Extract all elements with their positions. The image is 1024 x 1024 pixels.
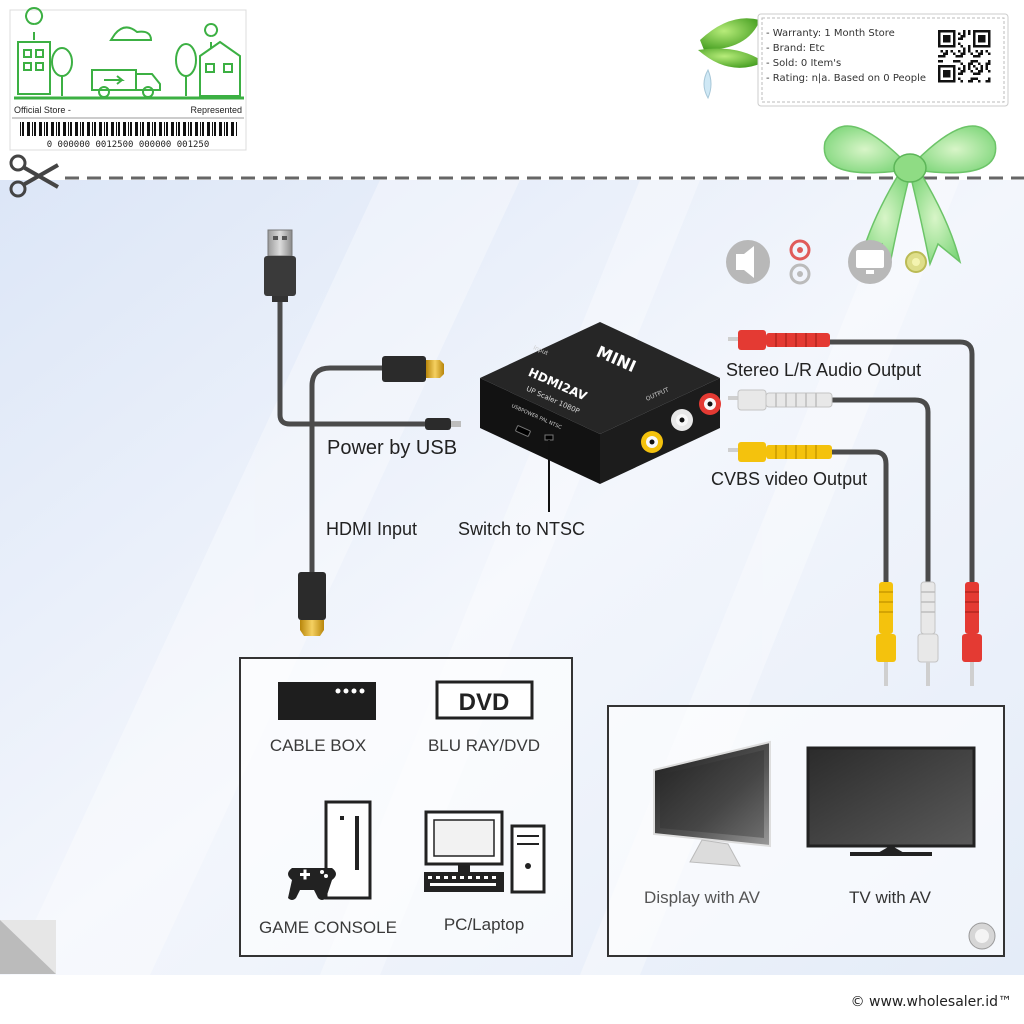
info-rating: - Rating: n|a. Based on 0 People <box>766 73 926 84</box>
dvd-logo-text: DVD <box>459 689 510 716</box>
pal-ntsc-switch <box>544 434 554 441</box>
rca-plug-red-vertical <box>962 582 982 686</box>
store-card: Official Store - Represented 0 000000 00… <box>9 7 247 151</box>
qr-code-icon <box>935 27 994 86</box>
label-cvbs-video: CVBS video Output <box>711 469 867 489</box>
label-display-av: Display with AV <box>644 888 761 907</box>
rca-port-red <box>699 393 721 415</box>
town-illustration <box>14 7 244 100</box>
info-box: - Warranty: 1 Month Store - Brand: Etc -… <box>757 13 1009 107</box>
rca-plug-white-vertical <box>917 581 939 686</box>
tv-icon <box>806 746 976 856</box>
label-stereo-audio: Stereo L/R Audio Output <box>726 360 921 380</box>
hdmi-plug-top <box>382 356 444 382</box>
hdmi-plug-bottom <box>298 572 326 636</box>
rca-port-yellow <box>641 431 663 453</box>
displays-box: Display with AV TV with AV <box>607 705 1005 957</box>
rca-plug-red-horizontal <box>728 330 830 350</box>
rca-plug-white-horizontal <box>728 389 833 411</box>
scissors-icon <box>9 154 59 198</box>
micro-usb-port <box>515 425 531 437</box>
rca-plug-yellow-vertical <box>876 582 896 686</box>
leaf-icon <box>698 18 764 100</box>
av-monitor-icon <box>653 740 771 867</box>
game-console-icon <box>288 800 372 900</box>
dvd-logo-icon: DVD <box>435 680 534 720</box>
barcode-number: 0 000000 0012500 000000 001250 <box>47 140 210 150</box>
corner-badge-icon <box>968 922 996 950</box>
label-pc-laptop: PC/Laptop <box>444 915 524 934</box>
info-warranty: - Warranty: 1 Month Store <box>766 28 895 39</box>
label-switch-ntsc: Switch to NTSC <box>458 519 585 539</box>
bow-icon <box>823 125 997 267</box>
cables <box>277 295 975 593</box>
info-brand: - Brand: Etc <box>766 43 825 54</box>
usb-plug <box>264 229 296 302</box>
rca-port-white <box>671 409 693 431</box>
label-blu-ray: BLU RAY/DVD <box>428 736 540 755</box>
video-jack-icon <box>905 251 927 273</box>
cable-box-icon <box>278 682 376 720</box>
pc-laptop-icon <box>424 810 546 894</box>
barcode <box>20 122 237 136</box>
represented-label: Represented <box>190 105 242 115</box>
rca-audio-jacks-icon <box>789 239 811 285</box>
label-game-console: GAME CONSOLE <box>259 918 397 937</box>
page-curl-icon <box>0 920 56 974</box>
rca-plug-yellow-horizontal <box>728 442 832 462</box>
info-sold: - Sold: 0 Item's <box>766 58 841 69</box>
label-power-by-usb: Power by USB <box>327 437 457 459</box>
hdmi2av-adapter: MINI HDMI2AV UP Scaler 1080P Input OUTPU… <box>480 322 721 484</box>
label-hdmi-input: HDMI Input <box>326 519 417 539</box>
label-cable-box: CABLE BOX <box>270 736 366 755</box>
official-store-label: Official Store - <box>14 105 71 115</box>
footer-copyright: © www.wholesaler.id™ <box>851 994 1012 1010</box>
micro-usb-plug <box>425 418 461 430</box>
monitor-small-icon <box>848 240 892 284</box>
label-tv-av: TV with AV <box>849 888 932 907</box>
speaker-icon <box>726 240 770 284</box>
source-devices-box: CABLE BOX DVD BLU RAY/DVD GAME CONSOLE P <box>239 657 573 957</box>
